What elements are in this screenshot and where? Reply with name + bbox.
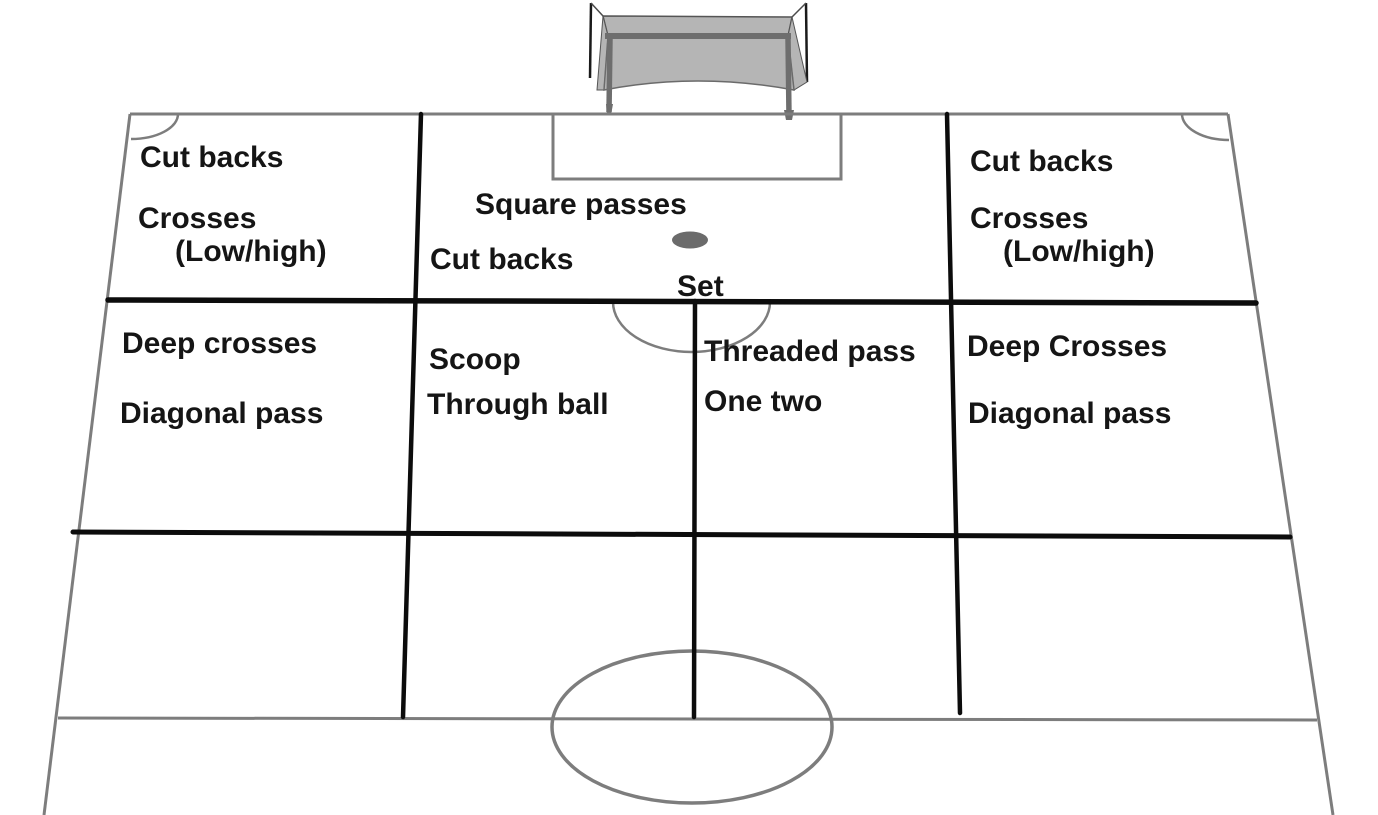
goal-right-tie-icon	[791, 2, 807, 18]
zone-middle-left-label-2: Diagonal pass	[120, 397, 324, 430]
zone-line-horizontal-1	[105, 297, 1259, 306]
zone-top-right-label-3: (Low/high)	[1003, 235, 1155, 268]
zone-top-center-label-1: Square passes	[475, 188, 687, 221]
goal-right-post-icon	[785, 37, 792, 117]
corner-arc-right	[1180, 113, 1230, 142]
zone-line-vertical-right	[944, 111, 963, 716]
zone-middle-center-left-label-1: Scoop	[429, 343, 521, 376]
zone-top-right-label-1: Cut backs	[970, 145, 1114, 178]
zone-middle-center-left-label-2: Through ball	[427, 388, 609, 421]
goal-left-post-icon	[606, 37, 613, 113]
zone-line-vertical-left	[400, 111, 424, 720]
zone-line-horizontal-2	[70, 529, 1293, 540]
zone-top-center-label-2: Cut backs	[430, 243, 574, 276]
zone-lines	[70, 111, 1293, 720]
zone-line-vertical-center	[691, 298, 698, 720]
zone-top-left-label-1: Cut backs	[140, 141, 284, 174]
right-sideline	[1226, 113, 1335, 815]
zone-top-left-label-2: Crosses	[138, 202, 257, 235]
goal-left-tie-icon	[590, 2, 604, 17]
zone-middle-right-label-2: Diagonal pass	[968, 397, 1172, 430]
zone-top-center-label-3: Set	[677, 270, 724, 303]
goal-left-post-foot-icon	[606, 104, 613, 115]
corner-arc-left	[130, 113, 180, 141]
penalty-arc	[611, 301, 772, 354]
six-yard-box	[551, 115, 843, 181]
zone-middle-right-label-1: Deep Crosses	[967, 330, 1168, 363]
zone-top-right-label-2: Crosses	[970, 202, 1089, 235]
zone-top-left-label-3: (Low/high)	[175, 235, 327, 268]
zone-middle-center-right-label-1: Threaded pass	[704, 335, 916, 368]
zone-middle-left-label-1: Deep crosses	[122, 327, 318, 360]
goal-net-face-icon	[603, 35, 795, 91]
halfway-line	[57, 716, 1318, 722]
pitch-markings	[42, 112, 1335, 815]
goal-left-stanchion-icon	[588, 2, 593, 79]
goal-right-stanchion-icon	[804, 2, 809, 83]
goal-icon	[588, 2, 809, 120]
penalty-spot-icon	[672, 231, 708, 249]
zone-middle-center-right-label-2: One two	[704, 385, 823, 418]
left-sideline	[42, 113, 132, 815]
